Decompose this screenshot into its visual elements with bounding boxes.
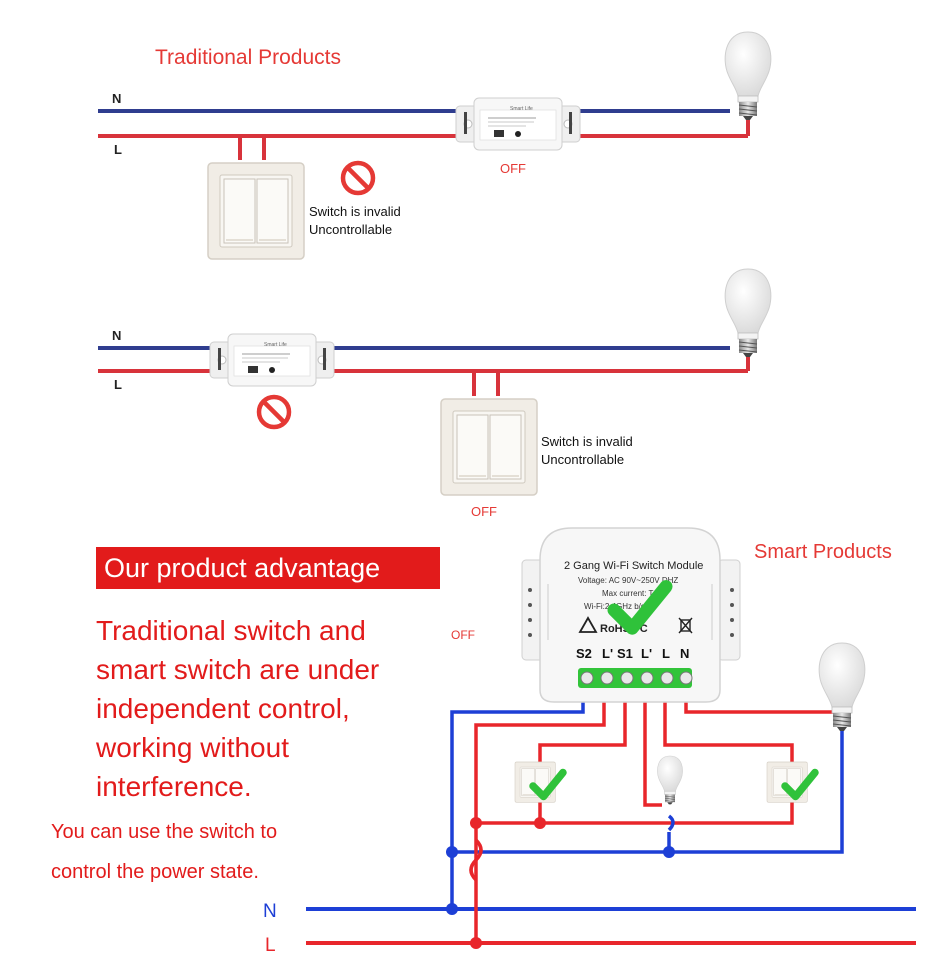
smart-wiring	[306, 680, 916, 945]
module-title: 2 Gang Wi-Fi Switch Module	[564, 560, 703, 572]
headline-line: smart switch are under	[96, 654, 379, 685]
wire-label-n: N	[112, 91, 121, 106]
warning-icon	[578, 616, 598, 633]
light-bulb-icon	[724, 268, 772, 358]
prohibited-icon	[259, 397, 289, 427]
wall-switch-icon	[766, 761, 808, 803]
wall-switch-icon	[440, 398, 538, 496]
terminal-label: S2	[576, 646, 592, 661]
wall-switch-icon	[207, 162, 305, 260]
section-smart: Smart Products Our product advantage Tra…	[51, 527, 916, 956]
weee-bin-icon	[678, 617, 693, 634]
wall-switch-icon	[514, 761, 556, 803]
headline-line: Traditional switch and	[96, 615, 366, 646]
terminal-label: L	[662, 646, 670, 661]
headline-aside: OFF	[451, 628, 475, 642]
light-bulb-icon	[657, 755, 683, 805]
junction-dots	[446, 817, 675, 949]
module-spec: Max current: T	[602, 589, 654, 598]
switch-note: Uncontrollable	[541, 452, 624, 467]
section-title: Traditional Products	[155, 46, 341, 69]
module-state: OFF	[500, 161, 526, 176]
module-spec: Voltage: AC 90V~250V DHZ	[578, 576, 678, 585]
light-bulb-icon	[724, 31, 772, 121]
terminal-label: S1	[617, 646, 633, 661]
advantage-banner-text: Our product advantage	[104, 553, 380, 583]
note-line: control the power state.	[51, 861, 259, 883]
note-line: You can use the switch to	[51, 821, 277, 843]
prohibited-icon	[343, 163, 373, 193]
headline-line: independent control,	[96, 693, 350, 724]
terminal-label: L'	[641, 646, 652, 661]
section-title: Smart Products	[754, 541, 892, 563]
headline-line: working without	[95, 732, 289, 763]
switch-note: Uncontrollable	[309, 222, 392, 237]
light-bulb-icon	[818, 642, 866, 732]
wire-label-l: L	[265, 935, 276, 956]
terminal-label: N	[680, 646, 689, 661]
section-traditional-1: Traditional Products N L Smart Life OFF …	[98, 31, 772, 260]
wire-label-n: N	[112, 328, 121, 343]
headline-line: interference.	[96, 771, 252, 802]
wire-label-l: L	[114, 377, 122, 392]
advantage-banner	[96, 547, 440, 589]
switch-state: OFF	[471, 504, 497, 519]
terminal-label: L'	[602, 646, 613, 661]
switch-note: Switch is invalid	[309, 204, 401, 219]
module-brand: Smart Life	[510, 106, 533, 112]
wifi-switch-module	[521, 527, 741, 703]
section-traditional-2: N L Smart Life Switch is invalid Uncontr…	[98, 268, 772, 519]
module-brand: Smart Life	[264, 342, 287, 348]
wire-label-l: L	[114, 142, 122, 157]
switch-note: Switch is invalid	[541, 434, 633, 449]
wire-label-n: N	[263, 901, 277, 922]
